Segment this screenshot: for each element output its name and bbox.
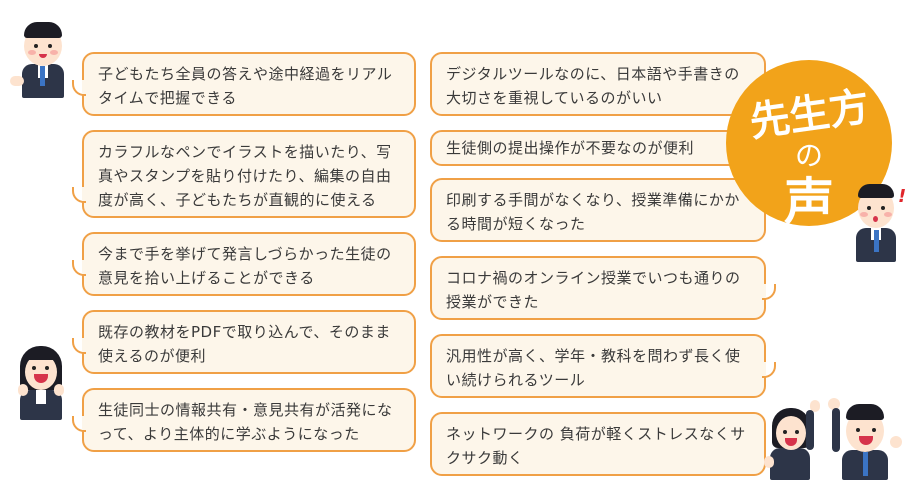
badge-particle: の bbox=[794, 139, 823, 172]
male-teacher-surprised-icon: ! bbox=[848, 180, 908, 262]
comment-bubble: 既存の教材をPDFで取り込んで、そのまま使えるのが便利 bbox=[72, 310, 416, 374]
teachers-celebrating-icon bbox=[762, 398, 908, 480]
comment-text: 子どもたち全員の答えや途中経過をリアルタイムで把握できる bbox=[98, 65, 393, 107]
teachers-voice-badge: 先生方 の 声 bbox=[726, 60, 892, 231]
exclamation-mark: ! bbox=[898, 186, 907, 207]
comment-text: 印刷する手間がなくなり、授業準備にかかる時間が短くなった bbox=[446, 191, 740, 233]
comment-bubble: カラフルなペンでイラストを描いたり、写真やスタンプを貼り付けたり、編集の自由度が… bbox=[72, 130, 416, 218]
comment-text: デジタルツールなのに、日本語や手書きの大切さを重視しているのがいい bbox=[446, 65, 740, 107]
comment-text: 既存の教材をPDFで取り込んで、そのまま使えるのが便利 bbox=[98, 323, 391, 365]
badge-voice: 声 bbox=[784, 173, 834, 231]
comment-text: カラフルなペンでイラストを描いたり、写真やスタンプを貼り付けたり、編集の自由度が… bbox=[98, 143, 392, 209]
comment-bubble: コロナ禍のオンライン授業でいつも通りの授業ができた bbox=[430, 256, 776, 320]
comment-bubble: 汎用性が高く、学年・教科を問わず長く使い続けられるツール bbox=[430, 334, 776, 398]
comment-bubble: 子どもたち全員の答えや途中経過をリアルタイムで把握できる bbox=[72, 52, 416, 116]
comment-text: 生徒同士の情報共有・意見共有が活発になって、より主体的に学ぶようになった bbox=[98, 401, 393, 443]
comment-text: ネットワークの 負荷が軽くストレスなくサクサク動く bbox=[446, 425, 746, 467]
comment-text: 今まで手を挙げて発言しづらかった生徒の意見を拾い上げることができる bbox=[98, 245, 392, 287]
comment-bubble: 生徒同士の情報共有・意見共有が活発になって、より主体的に学ぶようになった bbox=[72, 388, 416, 452]
comment-bubble: ネットワークの 負荷が軽くストレスなくサクサク動く bbox=[430, 412, 766, 476]
female-teacher-cheering-icon bbox=[16, 344, 66, 424]
comment-text: コロナ禍のオンライン授業でいつも通りの授業ができた bbox=[446, 269, 741, 311]
male-teacher-pointing-icon bbox=[8, 20, 78, 100]
comment-bubble: 生徒側の提出操作が不要なのが便利 bbox=[430, 130, 766, 166]
comment-bubble: デジタルツールなのに、日本語や手書きの大切さを重視しているのがいい bbox=[430, 52, 766, 116]
comment-text: 生徒側の提出操作が不要なのが便利 bbox=[446, 139, 695, 157]
comment-bubble: 印刷する手間がなくなり、授業準備にかかる時間が短くなった bbox=[430, 178, 766, 242]
comment-bubble: 今まで手を挙げて発言しづらかった生徒の意見を拾い上げることができる bbox=[72, 232, 416, 296]
comment-text: 汎用性が高く、学年・教科を問わず長く使い続けられるツール bbox=[446, 347, 741, 389]
